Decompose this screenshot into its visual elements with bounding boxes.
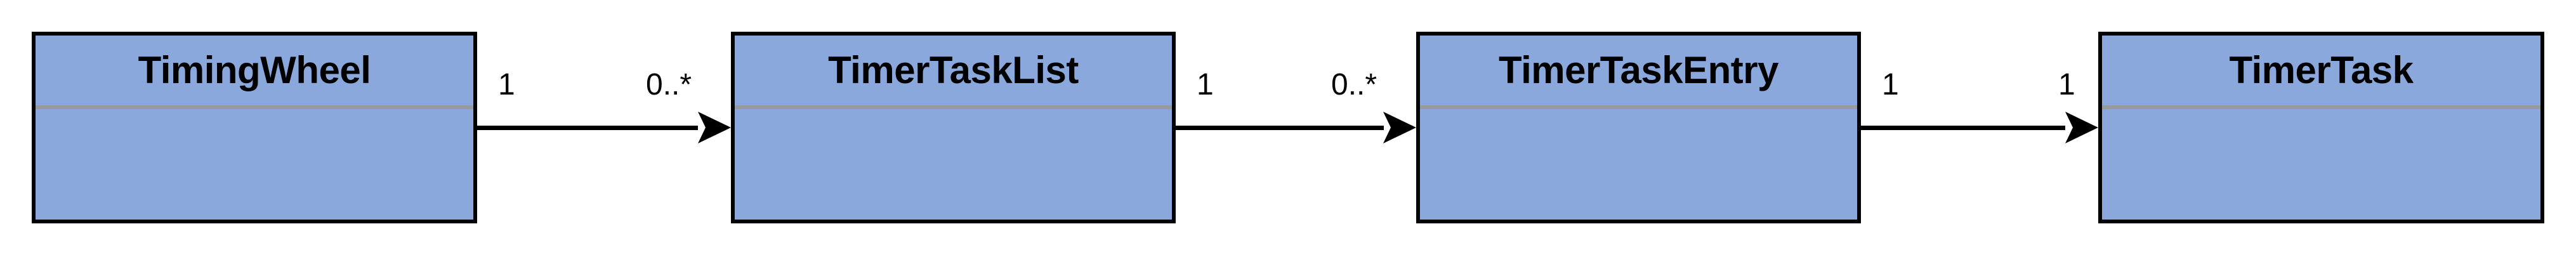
class-name-label: TimerTaskList xyxy=(828,49,1079,91)
class-box-timertaskentry[interactable]: TimerTaskEntry xyxy=(1416,32,1861,223)
class-name-label: TimerTaskEntry xyxy=(1499,49,1778,91)
class-body-timingwheel xyxy=(36,109,473,220)
multiplicity-source-3: 1 xyxy=(1882,68,1899,102)
class-box-timertask[interactable]: TimerTask xyxy=(2098,32,2544,223)
class-name-label: TimingWheel xyxy=(138,49,371,91)
multiplicity-target-3: 1 xyxy=(2058,68,2075,102)
arrowhead-icon xyxy=(695,112,731,143)
association-line-timingwheel-timertasklist xyxy=(477,126,698,130)
class-body-timertaskentry xyxy=(1420,109,1857,220)
arrowhead-icon xyxy=(1381,112,1416,143)
class-header-timingwheel: TimingWheel xyxy=(36,36,473,109)
association-line-timertaskentry-timertask xyxy=(1861,126,2065,130)
class-box-timingwheel[interactable]: TimingWheel xyxy=(32,32,477,223)
class-body-timertask xyxy=(2102,109,2540,220)
arrowhead-icon xyxy=(2063,112,2098,143)
class-box-timertasklist[interactable]: TimerTaskList xyxy=(731,32,1176,223)
multiplicity-source-2: 1 xyxy=(1197,68,1214,102)
class-header-timertaskentry: TimerTaskEntry xyxy=(1420,36,1857,109)
multiplicity-target-2: 0..* xyxy=(1331,68,1377,102)
multiplicity-target-1: 0..* xyxy=(646,68,692,102)
class-header-timertasklist: TimerTaskList xyxy=(735,36,1172,109)
class-header-timertask: TimerTask xyxy=(2102,36,2540,109)
class-name-label: TimerTask xyxy=(2229,49,2414,91)
association-line-timertasklist-timertaskentry xyxy=(1176,126,1384,130)
class-body-timertasklist xyxy=(735,109,1172,220)
multiplicity-source-1: 1 xyxy=(498,68,515,102)
